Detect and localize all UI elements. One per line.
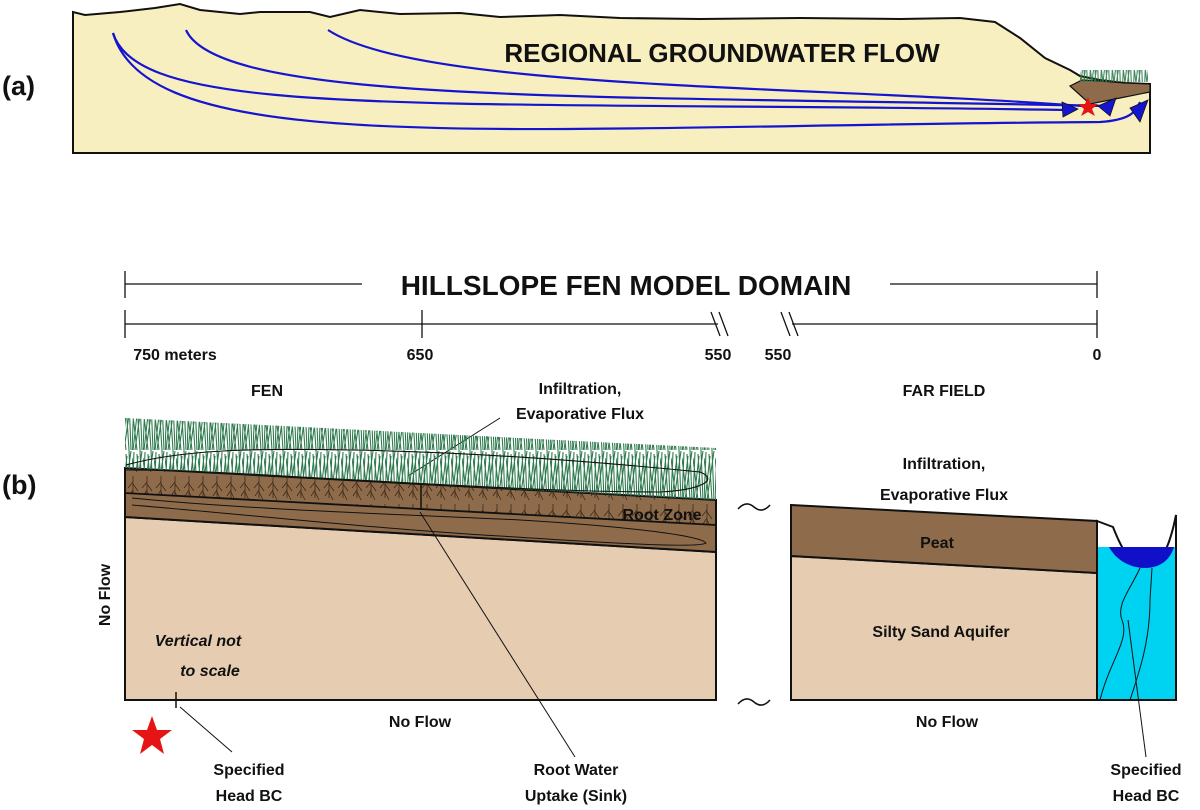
flow-line-4 xyxy=(111,32,1142,131)
root-uptake-line2: Uptake (Sink) xyxy=(525,788,627,805)
flow-line-1 xyxy=(111,32,1073,112)
flow-arrowhead-1 xyxy=(1061,101,1079,118)
root-zone-label: Root Zone xyxy=(622,507,701,524)
vegetation-flux-outline xyxy=(125,448,709,493)
domain-title: HILLSLOPE FEN MODEL DOMAIN xyxy=(401,270,852,301)
tick-label-750: 750 meters xyxy=(133,347,217,364)
far-infiltration-line2: Evaporative Flux xyxy=(880,487,1008,504)
fen-infiltration-line1: Infiltration, xyxy=(539,381,622,398)
flow-line-2 xyxy=(185,29,1109,108)
tick-label-550-left: 550 xyxy=(705,347,732,364)
far-infiltration-line1: Infiltration, xyxy=(903,456,986,473)
break-mark-top xyxy=(737,503,771,511)
root-uptake-leader xyxy=(419,511,576,758)
fen-infiltration-line2: Evaporative Flux xyxy=(516,406,644,423)
panel-a-label: (a) xyxy=(2,71,35,101)
fen-block xyxy=(124,418,717,701)
no-flow-bottom-fen: No Flow xyxy=(389,714,452,731)
break-mark-bottom xyxy=(737,698,771,706)
regional-flow-title: REGIONAL GROUNDWATER FLOW xyxy=(504,38,940,68)
panel-b-label: (b) xyxy=(2,470,36,500)
no-flow-bottom-far: No Flow xyxy=(916,714,979,731)
river-pond xyxy=(1109,547,1174,568)
peat-label: Peat xyxy=(920,535,954,552)
tick-label-650: 650 xyxy=(407,347,434,364)
specified-head-left-line2: Head BC xyxy=(216,788,283,805)
regional-terrain xyxy=(72,2,1151,154)
vertical-note-line2: to scale xyxy=(180,663,240,680)
star-marker-a xyxy=(1078,97,1098,116)
vertical-note-line1: Vertical not xyxy=(155,633,242,650)
distance-scale xyxy=(124,310,1098,338)
flow-arrowhead-2 xyxy=(1097,97,1117,117)
specified-head-right-line2: Head BC xyxy=(1113,788,1180,805)
no-flow-side-label: No Flow xyxy=(97,563,114,626)
fen-label: FEN xyxy=(251,383,283,400)
star-marker-b xyxy=(132,716,172,754)
specified-head-right-line1: Specified xyxy=(1110,762,1181,779)
domain-bracket xyxy=(124,271,1098,298)
fen-vegetation xyxy=(125,418,716,500)
far-field-label: FAR FIELD xyxy=(903,383,986,400)
root-uptake-line1: Root Water xyxy=(534,762,619,779)
tick-label-550-right: 550 xyxy=(765,347,792,364)
flow-line-3 xyxy=(327,29,1083,108)
root-zone-extent-outline xyxy=(131,497,707,546)
aquifer-label: Silty Sand Aquifer xyxy=(872,624,1009,641)
far-field-block xyxy=(790,503,1177,701)
regional-fen-vegetation xyxy=(1080,70,1148,82)
tick-label-0: 0 xyxy=(1093,347,1102,364)
river-flow-line-1 xyxy=(1099,567,1141,701)
specified-head-left-line1: Specified xyxy=(213,762,284,779)
river-flow-line-2 xyxy=(1129,567,1153,701)
specified-head-left-leader xyxy=(179,706,233,753)
river-water-column xyxy=(1097,547,1176,700)
regional-cross-section xyxy=(72,2,1151,154)
flow-arrowhead-3 xyxy=(1129,99,1149,123)
specified-head-right-leader xyxy=(1127,619,1147,758)
